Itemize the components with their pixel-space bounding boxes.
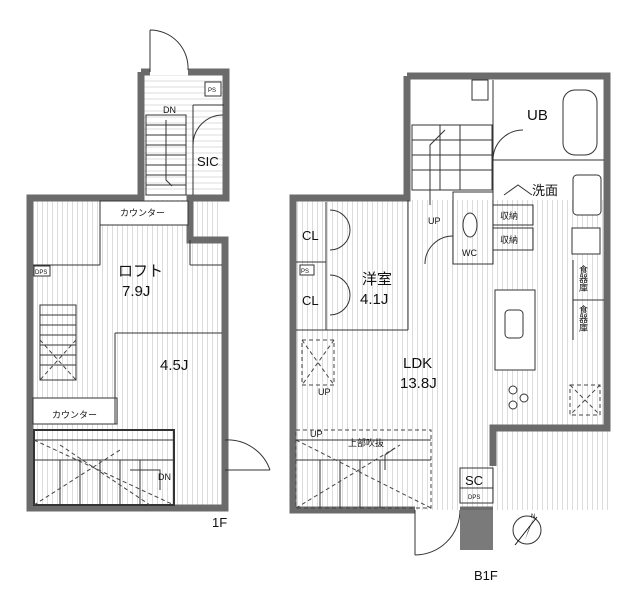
dn-label-top: DN	[163, 105, 176, 115]
labels-b1f: UB 洗面 収納 収納 WC UP CL CL PS 洋室 4.1J LDK 1…	[301, 107, 558, 583]
floor-b1f-plan	[289, 72, 611, 556]
floor-hatch	[30, 200, 220, 505]
ub-door	[492, 129, 524, 161]
fukinuke-label: 上部吹抜	[348, 437, 384, 448]
up-label-3: UP	[310, 429, 323, 439]
ps-box-b1	[471, 79, 489, 101]
ps-label-b1: PS	[301, 269, 309, 275]
sc-box	[459, 467, 494, 504]
sink-icon	[572, 174, 602, 216]
ps-box	[204, 81, 222, 97]
dps-label-b1: DPS	[468, 495, 480, 501]
cl-door-1	[329, 209, 351, 251]
ladder-b1	[301, 339, 335, 386]
dn-label-bottom: DN	[158, 472, 171, 482]
burner-icon-1	[508, 385, 518, 395]
stair-top	[145, 114, 187, 196]
stair-bottom	[33, 429, 175, 506]
shokko-label-2: 食器庫	[578, 304, 588, 333]
compass-label: N	[531, 514, 535, 520]
burner-icon-2	[519, 393, 529, 403]
bathtub-icon	[562, 89, 598, 156]
cl-label-2: CL	[302, 293, 319, 308]
stair-b1-top	[411, 124, 493, 205]
floor-label-1f: 1F	[212, 515, 227, 530]
labels-1f: DN SIC PS カウンター DPS ロフト 7.9J 4.5J カウンター …	[35, 88, 227, 530]
cl-door-2	[329, 274, 351, 316]
toilet-icon	[462, 212, 478, 238]
storage-2	[492, 227, 534, 251]
floor-label-b1f: B1F	[474, 568, 498, 583]
ps-box-2	[299, 264, 315, 276]
burner-icon-3	[508, 400, 518, 410]
counter-bottom	[32, 397, 118, 425]
wc-door	[424, 235, 454, 265]
kitchen-sink-icon	[504, 309, 524, 339]
dps-box	[33, 265, 51, 277]
up-label-2: UP	[318, 387, 331, 397]
sc-label: SC	[465, 473, 483, 488]
counter-top	[99, 200, 189, 226]
b1f-entry-door	[414, 509, 461, 556]
shokko-label-1: 食器庫	[578, 264, 588, 293]
room-size-room1: 4.5J	[160, 357, 188, 374]
room-size-loft: 7.9J	[122, 283, 150, 300]
counter-label-top: カウンター	[120, 208, 165, 218]
shuno-label-2: 収納	[500, 234, 518, 245]
washer-box	[571, 227, 601, 255]
storage-1	[492, 204, 534, 226]
outer-wall	[26, 68, 230, 512]
room-size-youshitsu: 4.1J	[360, 291, 388, 308]
shuno-label-1: 収納	[500, 210, 518, 221]
ps-label: PS	[208, 88, 216, 94]
up-label-1: UP	[428, 216, 441, 226]
room-name-loft: ロフト	[118, 263, 163, 280]
dps-label: DPS	[35, 270, 47, 276]
sic-label: SIC	[197, 154, 219, 169]
sic-door	[192, 114, 224, 146]
floor-1f-plan	[26, 29, 271, 512]
b1f-floor-hatch	[296, 200, 608, 510]
room-name-youshitsu: 洋室	[362, 271, 392, 288]
room-size-ldk: 13.8J	[400, 375, 437, 392]
ub-label: UB	[527, 107, 548, 124]
counter-label-bottom: カウンター	[52, 410, 97, 420]
balcony-door	[224, 439, 271, 471]
stair-b1-bottom	[295, 429, 432, 509]
cl-label-1: CL	[302, 228, 319, 243]
senmen-label: 洗面	[532, 183, 558, 198]
wash-door	[503, 184, 533, 196]
b1f-wall-block	[460, 510, 493, 550]
wc-label: WC	[462, 248, 477, 258]
entry-door	[149, 29, 189, 72]
ladder	[39, 304, 77, 381]
room-name-ldk: LDK	[403, 355, 432, 372]
north-arrow-icon	[512, 515, 542, 546]
fridge-space	[569, 384, 601, 416]
fridge-x2	[569, 384, 601, 416]
